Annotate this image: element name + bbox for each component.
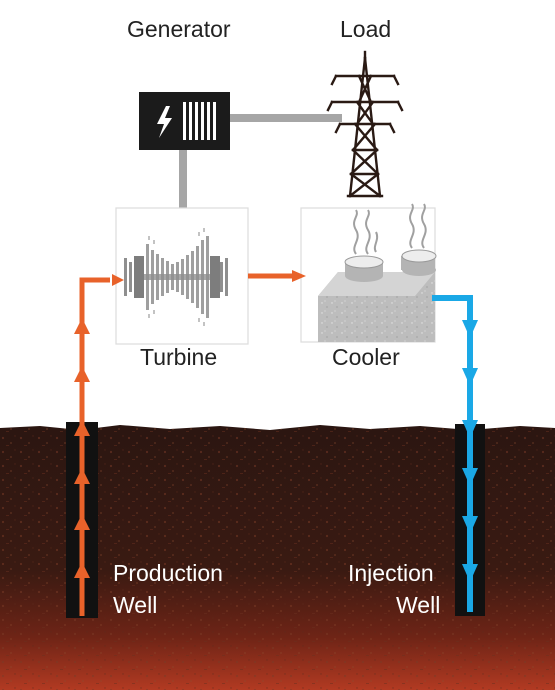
cooler-panel [300,203,437,343]
ground [0,425,555,690]
up-arrow-icons [74,318,90,578]
production-well-label-line1: Production [113,560,223,586]
cooler-label: Cooler [332,344,400,370]
turbine-panel [115,207,249,345]
turbine-label: Turbine [140,344,218,370]
production-well-label-line2: Well [113,592,158,618]
generator-coil-icon [183,102,216,140]
lightning-bolt-icon [157,106,172,138]
down-arrow-icons [462,320,478,582]
injection-well-label-line2: Well [396,592,441,618]
load-label: Load [340,16,392,42]
transmission-tower-icon [326,50,404,198]
injection-well-label-line1: Injection [348,560,434,586]
turbine-icon [124,228,228,326]
generator-connectors [179,114,342,208]
cooling-tower-icon [318,203,437,342]
generator-box [139,92,230,150]
generator-label: Generator [127,16,231,42]
